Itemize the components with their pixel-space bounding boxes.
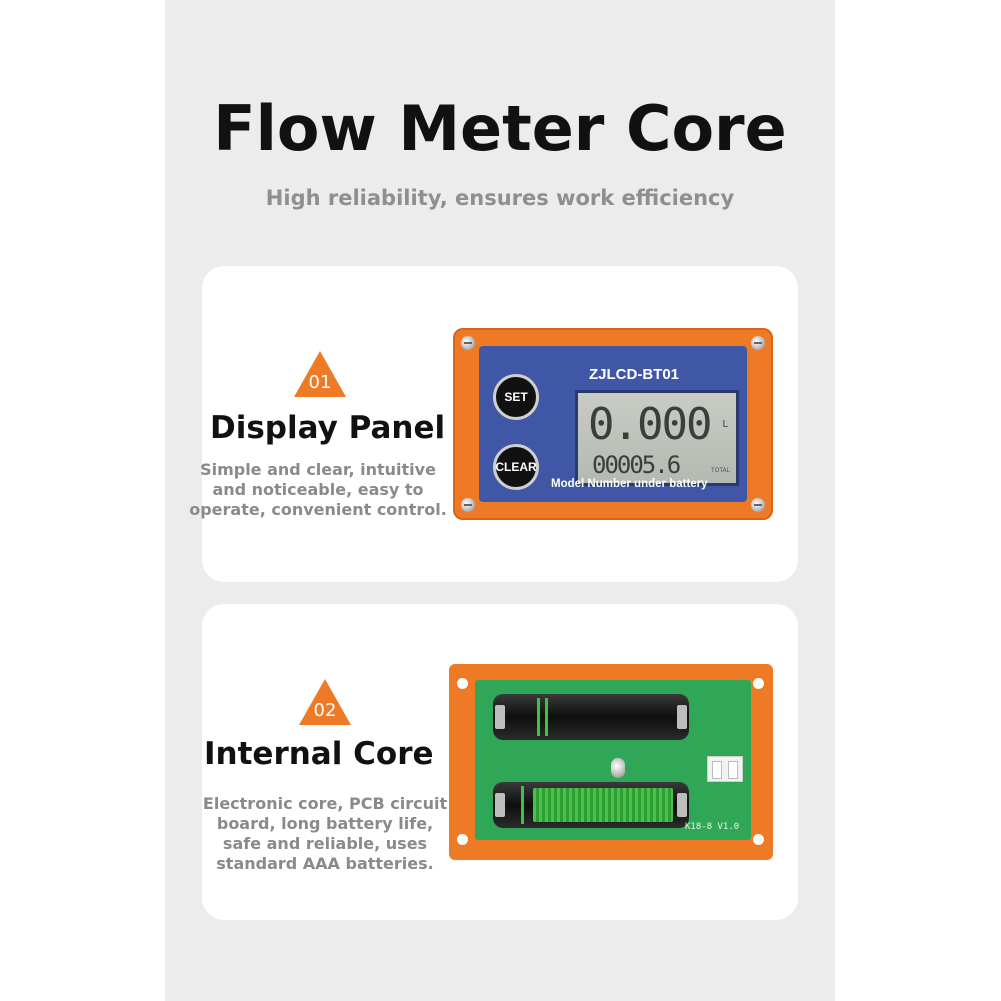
screw-icon	[461, 336, 475, 350]
lcd-main-reading: 0.000	[588, 399, 712, 450]
meter-face: ZJLCD-BT01 SET CLEAR 0.000 L 00005.6 TOT…	[479, 346, 747, 502]
mount-hole	[457, 834, 468, 845]
mount-hole	[753, 834, 764, 845]
content-area: Flow Meter Core High reliability, ensure…	[165, 0, 835, 1001]
triangle-icon	[299, 679, 351, 725]
page-title: Flow Meter Core	[213, 92, 787, 165]
page-subtitle: High reliability, ensures work efficienc…	[265, 186, 735, 210]
section-number: 02	[313, 700, 337, 721]
lcd-unit: L	[722, 419, 728, 430]
section-heading: Internal Core	[204, 736, 434, 772]
battery-bottom	[493, 782, 689, 828]
wire-connector	[707, 756, 743, 782]
section-description: Electronic core, PCB circuit board, long…	[202, 794, 448, 873]
triangle-icon	[294, 351, 346, 397]
lcd-total-label: TOTAL	[710, 467, 730, 474]
pcb-board: K18-8 V1.0	[475, 680, 751, 840]
mount-hole	[457, 678, 468, 689]
screw-icon	[751, 336, 765, 350]
battery-top	[493, 694, 689, 740]
model-note: Model Number under battery	[551, 478, 708, 490]
lcd-screen: 0.000 L 00005.6 TOTAL	[575, 390, 739, 486]
set-button: SET	[493, 374, 539, 420]
display-panel-card: 01 Display Panel Simple and clear, intui…	[189, 266, 798, 582]
pcb-version-label: K18-8 V1.0	[685, 822, 740, 832]
section-number: 01	[308, 372, 332, 393]
screw-icon	[751, 498, 765, 512]
clear-button: CLEAR	[493, 444, 539, 490]
screw-post	[611, 758, 625, 778]
number-badge-02: 02	[298, 678, 352, 726]
internal-core-card: 02 Internal Core Electronic core, PCB ci…	[202, 604, 798, 920]
display-panel-image: ZJLCD-BT01 SET CLEAR 0.000 L 00005.6 TOT…	[453, 328, 773, 520]
model-label: ZJLCD-BT01	[589, 366, 680, 383]
screw-icon	[461, 498, 475, 512]
internal-core-image: K18-8 V1.0	[449, 664, 773, 860]
mount-hole	[753, 678, 764, 689]
section-heading: Display Panel	[210, 410, 446, 446]
number-badge-01: 01	[293, 350, 347, 398]
section-description: Simple and clear, intuitive and noticeab…	[189, 460, 447, 519]
lcd-total-reading: 00005.6	[592, 451, 681, 479]
